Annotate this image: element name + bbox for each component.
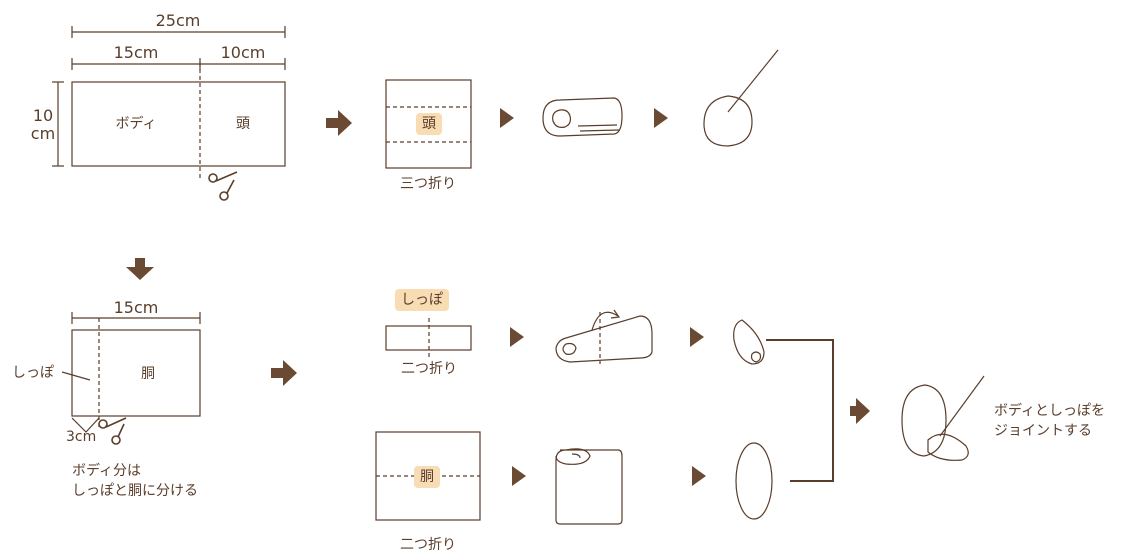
body-oval-icon [735,442,773,520]
height-label-unit: cm [30,124,56,143]
head-fold-caption: 三つ折り [400,176,456,192]
scissors-icon [208,171,238,201]
height-label-number: 10 [32,106,54,125]
rolled-towel-icon [542,97,623,137]
tail-width-marker [71,417,100,433]
tail-icon [733,319,765,365]
head-fold-rect [385,79,472,169]
join-connector [766,339,834,482]
body-width-label: 15cm [113,43,159,62]
result-caption-line2: ジョイントする [994,423,1092,439]
towel-full-rect [71,81,286,167]
tail-width-label: 3cm [66,429,97,445]
tail-fold-tag: しっぽ [395,289,449,311]
torso-fold-tag: 胴 [414,466,440,488]
torso-towel-rect [71,329,201,417]
tail-callout-label: しっぽ [12,365,54,381]
result-caption-line1: ボディとしっぽを [994,403,1106,419]
tail-fold-caption: 二つ折り [401,361,457,377]
head-fold-tag: 頭 [416,113,442,135]
torso-section-label: 胴 [141,366,155,382]
split-note-line1: ボディ分は [72,463,142,479]
flow-arrows [126,108,870,486]
head-width-label: 10cm [220,43,266,62]
tail-pointer [61,371,91,381]
torso-width-label: 15cm [113,298,159,317]
joined-figure-icon [901,375,985,461]
torso-fold-caption: 二つ折り [400,537,456,553]
scissors-icon [98,417,127,445]
split-note-line2: しっぽと胴に分ける [72,483,198,499]
towel-head-icon [703,49,779,147]
rolled-body-towel-icon [555,448,623,525]
head-section-label: 頭 [236,116,250,132]
total-width-label: 25cm [155,11,201,30]
rolled-tail-towel-icon [555,309,653,364]
body-section-label: ボディ [115,116,157,132]
